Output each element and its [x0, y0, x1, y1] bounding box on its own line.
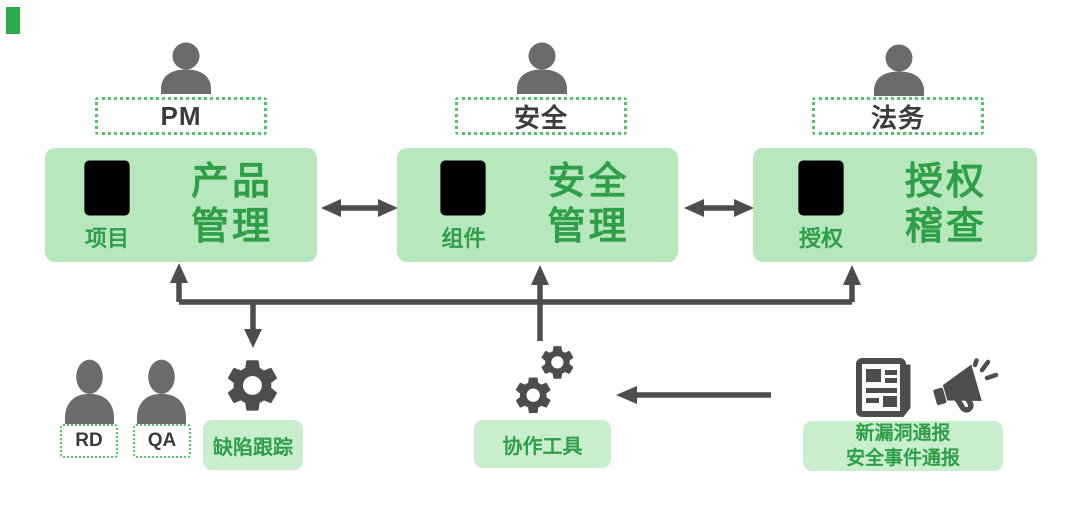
- collab-tools-label: 协作工具: [502, 435, 583, 458]
- gear-icon: [227, 360, 277, 411]
- module-title: 安全 管理: [547, 161, 630, 248]
- module-icon-label: 项目: [84, 226, 129, 251]
- module-card-audit: 授权 授权 稽查: [753, 148, 1037, 262]
- role-label-legal: 法务: [870, 102, 925, 133]
- module-icon-group: 授权: [795, 157, 847, 253]
- corner-mark: [6, 7, 20, 34]
- arrow-down-defect: [244, 329, 262, 348]
- gears-icon: [515, 346, 574, 413]
- arrow-up-security: [531, 265, 549, 285]
- module-title: 产品 管理: [190, 161, 273, 248]
- arrow-product-security: [321, 199, 398, 217]
- role-badge-legal: 法务: [812, 97, 984, 135]
- role-badge-qa: QA: [133, 424, 191, 458]
- megaphone-icon: [933, 358, 999, 413]
- role-badge-rd: RD: [60, 424, 118, 458]
- person-icon-pm: [158, 42, 214, 94]
- defect-tracking-chip: 缺陷跟踪: [203, 420, 303, 470]
- arrow-security-audit: [684, 199, 754, 217]
- role-badge-pm: PM: [95, 97, 267, 135]
- module-icon-group: 项目: [81, 157, 133, 253]
- arrow-up-audit: [843, 265, 861, 285]
- arrow-up-product: [170, 263, 188, 283]
- arrow-notice-to-collab: [616, 386, 771, 404]
- doc-list-icon: [440, 160, 487, 216]
- role-label-qa: QA: [147, 430, 177, 451]
- module-icon-label: 组件: [441, 226, 486, 251]
- notice-chip: 新漏洞通报 安全事件通报: [803, 421, 1003, 471]
- role-label-security: 安全: [513, 102, 568, 133]
- role-badge-security: 安全: [455, 97, 627, 135]
- collab-tools-chip: 协作工具: [474, 420, 611, 468]
- module-icon-group: 组件: [437, 157, 489, 253]
- module-title: 授权 稽查: [904, 161, 987, 248]
- newspaper-icon: [856, 358, 911, 418]
- module-card-product: 项目 产品 管理: [45, 148, 317, 262]
- notice-line-1: 新漏洞通报: [855, 422, 951, 444]
- role-label-pm: PM: [160, 100, 202, 131]
- notice-line-2: 安全事件通报: [845, 448, 960, 469]
- role-label-rd: RD: [75, 430, 103, 451]
- module-icon-label: 授权: [798, 226, 843, 251]
- defect-tracking-label: 缺陷跟踪: [213, 436, 293, 459]
- person-icon-qa: [134, 359, 189, 425]
- person-icon-rd: [62, 359, 117, 425]
- module-card-security: 组件 安全 管理: [397, 148, 678, 262]
- connector-rail: [170, 263, 861, 348]
- doc-list-icon: [798, 160, 844, 216]
- doc-list-icon: [84, 160, 130, 216]
- person-icon-legal: [871, 44, 927, 96]
- person-icon-security: [514, 42, 570, 94]
